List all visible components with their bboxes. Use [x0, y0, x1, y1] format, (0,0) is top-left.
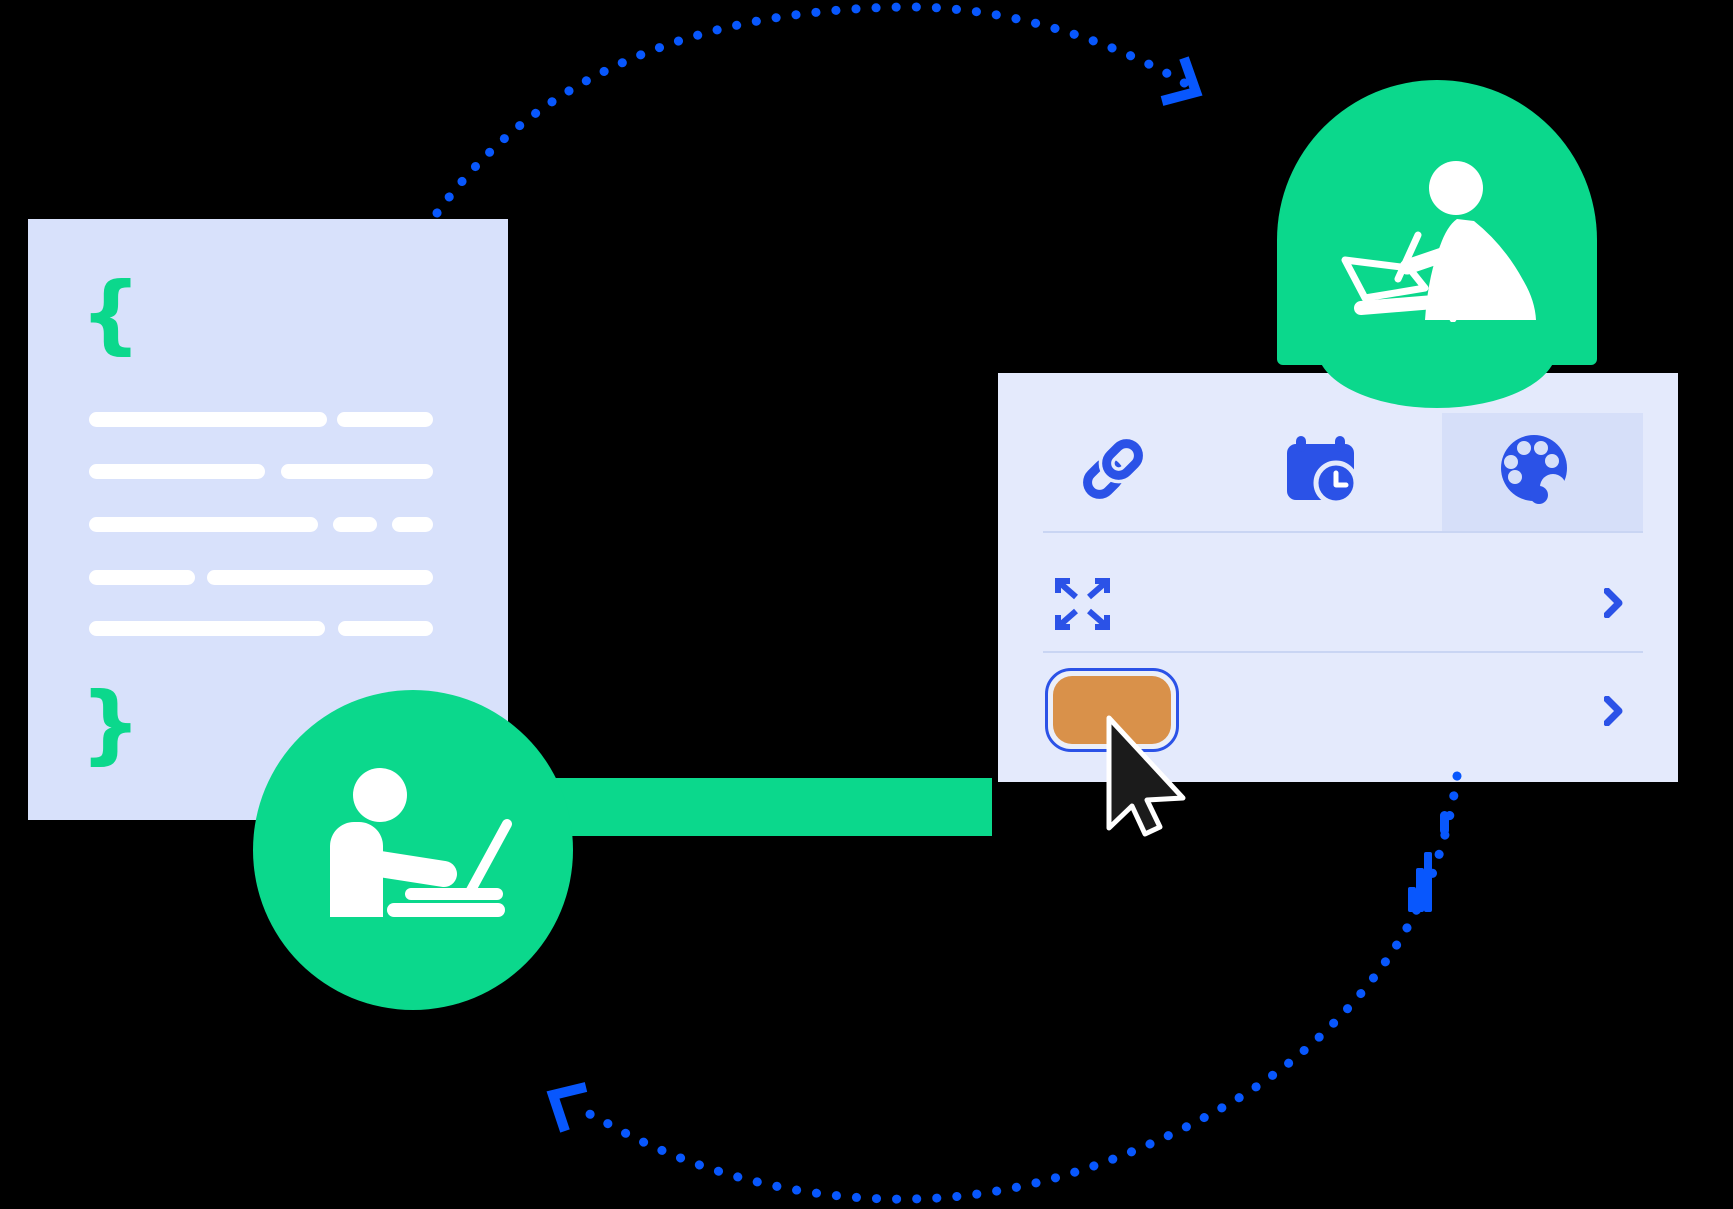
divider [1043, 531, 1643, 533]
calendar-clock-icon [1287, 436, 1355, 502]
row-resize-setting[interactable] [1043, 533, 1643, 651]
document-line-segment [337, 412, 433, 427]
document-line-segment [89, 517, 318, 532]
developer-badge [253, 690, 573, 1010]
document-line-segment [89, 570, 195, 585]
tab-schedule[interactable] [1221, 413, 1421, 532]
link-icon [1083, 435, 1147, 499]
person-writing-icon [1341, 161, 1536, 322]
document-line-segment [333, 517, 377, 532]
document-line-segment [207, 570, 433, 585]
tab-link[interactable] [1013, 413, 1213, 532]
bottom-dotted-arc [570, 771, 1462, 1204]
writer-badge [1277, 80, 1597, 365]
chevron-right-icon[interactable] [1604, 696, 1624, 726]
divider [1043, 651, 1643, 653]
open-brace: { [80, 264, 142, 364]
green-connector-bar [550, 778, 992, 836]
tab-appearance[interactable] [1442, 413, 1643, 532]
document-line-segment [392, 517, 433, 532]
arrow-left-icon [546, 1082, 588, 1133]
close-brace: } [80, 674, 142, 774]
chevron-right-icon[interactable] [1604, 588, 1624, 618]
document-line-segment [89, 621, 325, 636]
settings-panel [998, 373, 1678, 782]
person-at-laptop-icon [330, 768, 512, 917]
document-line-segment [281, 464, 433, 479]
document-line-segment [89, 412, 327, 427]
expand-arrows-icon [1055, 578, 1110, 630]
arrow-right-icon [1160, 56, 1203, 106]
top-dotted-arc [432, 2, 1191, 218]
document-line-segment [89, 464, 265, 479]
mouse-cursor-icon [1106, 715, 1186, 837]
document-line-segment [338, 621, 433, 636]
mini-bar-chart-icon [1408, 811, 1449, 912]
palette-icon [1501, 435, 1567, 504]
